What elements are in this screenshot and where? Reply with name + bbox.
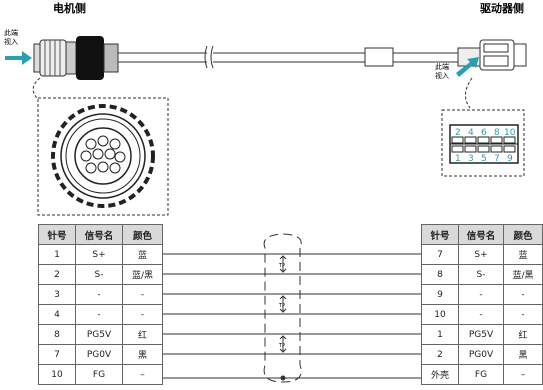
color-cell: 蓝/黑 — [122, 264, 163, 285]
table-row: 7 S+ 蓝 — [421, 244, 543, 265]
pin-label: 4 — [468, 128, 474, 138]
view-arrow-right-icon — [456, 57, 479, 77]
twisted-pair-2: TP — [278, 295, 287, 313]
pin-label: 5 — [481, 154, 487, 164]
pin-label: 7 — [494, 154, 500, 164]
motor-connector-face-icon — [51, 104, 155, 208]
wire-connections — [162, 233, 421, 383]
drive-connector-zoom-box — [441, 109, 525, 177]
signal-cell: PG5V — [75, 324, 123, 345]
view-label-left-line2: 视入 — [4, 37, 18, 46]
pin-cell: 9 — [421, 284, 459, 305]
color-cell: 蓝/黑 — [503, 264, 543, 285]
table-row: 8 S- 蓝/黑 — [421, 264, 543, 285]
color-cell: – — [122, 364, 163, 385]
leader-right — [465, 77, 473, 109]
drive-side-title: 驱动器侧 — [480, 1, 524, 15]
motor-pin-table: 针号 信号名 颜色 1 S+ 蓝 2 S- 蓝/黑 3 - - 4 - - 8 … — [38, 224, 163, 385]
table-row: 1 S+ 蓝 — [38, 244, 163, 265]
cable — [118, 45, 458, 69]
pin-label: 2 — [455, 128, 461, 138]
pin-cell: 8 — [38, 324, 76, 345]
view-label-right-line2: 视入 — [435, 71, 449, 80]
table-row: 9 - - — [421, 284, 543, 305]
pin-cell: 10 — [421, 304, 459, 325]
header-signal: 信号名 — [75, 224, 123, 245]
table-row: 1 PG5V 红 — [421, 324, 543, 345]
table-row: 2 PG0V 黑 — [421, 344, 543, 365]
color-cell: - — [503, 284, 543, 305]
pin-label: 8 — [494, 128, 500, 138]
pin-cell: 8 — [421, 264, 459, 285]
signal-cell: PG0V — [458, 344, 504, 365]
leader-left — [32, 77, 41, 99]
motor-connector-icon — [33, 36, 119, 80]
signal-cell: S+ — [75, 244, 123, 265]
table-row: 外壳 FG – — [421, 364, 543, 385]
color-cell: 红 — [503, 324, 543, 345]
pin-cell: 4 — [38, 304, 76, 325]
signal-cell: PG5V — [458, 324, 504, 345]
pin-cell: 外壳 — [421, 364, 459, 385]
signal-cell: FG — [458, 364, 504, 385]
pin-label: 9 — [507, 154, 513, 164]
pin-label: 6 — [481, 128, 487, 138]
header-pin: 针号 — [421, 224, 459, 245]
header-signal: 信号名 — [458, 224, 504, 245]
motor-side-title: 电机侧 — [53, 1, 86, 15]
header-color: 颜色 — [503, 224, 543, 245]
color-cell: – — [503, 364, 543, 385]
header-color: 颜色 — [122, 224, 163, 245]
table-row: 10 - - — [421, 304, 543, 325]
color-cell: 蓝 — [122, 244, 163, 265]
drive-connector-face: 2 4 6 8 10 1 3 5 7 9 — [449, 124, 519, 164]
signal-cell: - — [75, 304, 123, 325]
table-row: 8 PG5V 红 — [38, 324, 163, 345]
header-pin: 针号 — [38, 224, 76, 245]
tp-label: TP — [278, 263, 285, 269]
twisted-pair-1: TP — [278, 255, 287, 273]
table-row: 2 S- 蓝/黑 — [38, 264, 163, 285]
signal-cell: S- — [458, 264, 504, 285]
signal-cell: FG — [75, 364, 123, 385]
motor-connector-zoom-box — [37, 97, 169, 216]
signal-cell: S+ — [458, 244, 504, 265]
color-cell: - — [122, 304, 163, 325]
pin-cell: 10 — [38, 364, 76, 385]
signal-cell: - — [75, 284, 123, 305]
color-cell: 红 — [122, 324, 163, 345]
signal-cell: PG0V — [75, 344, 123, 365]
pin-label: 1 — [455, 154, 461, 164]
color-cell: 黑 — [503, 344, 543, 365]
signal-cell: S- — [75, 264, 123, 285]
pin-cell: 3 — [38, 284, 76, 305]
pin-cell: 7 — [38, 344, 76, 365]
color-cell: 蓝 — [503, 244, 543, 265]
pin-cell: 7 — [421, 244, 459, 265]
shield-ground-dot — [280, 375, 286, 381]
twisted-pair-3: TP — [278, 335, 287, 353]
pin-cell: 2 — [421, 344, 459, 365]
tp-label: TP — [278, 343, 285, 349]
drive-pin-table: 针号 信号名 颜色 7 S+ 蓝 8 S- 蓝/黑 9 - - 10 - - 1… — [421, 224, 543, 385]
view-label-left-line1: 此端 — [4, 28, 18, 37]
table-row: 7 PG0V 黑 — [38, 344, 163, 365]
pin-cell: 2 — [38, 264, 76, 285]
pin-label: 3 — [468, 154, 474, 164]
signal-cell: - — [458, 284, 504, 305]
table-row: 4 - - — [38, 304, 163, 325]
tp-label: TP — [278, 303, 285, 309]
color-cell: - — [503, 304, 543, 325]
pin-label: 10 — [504, 128, 516, 138]
pin-cell: 1 — [38, 244, 76, 265]
color-cell: - — [122, 284, 163, 305]
view-arrow-left-icon — [5, 51, 32, 65]
view-label-right-line1: 此端 — [435, 62, 449, 71]
color-cell: 黑 — [122, 344, 163, 365]
table-row: 10 FG – — [38, 364, 163, 385]
table-row: 3 - - — [38, 284, 163, 305]
signal-cell: - — [458, 304, 504, 325]
pin-cell: 1 — [421, 324, 459, 345]
